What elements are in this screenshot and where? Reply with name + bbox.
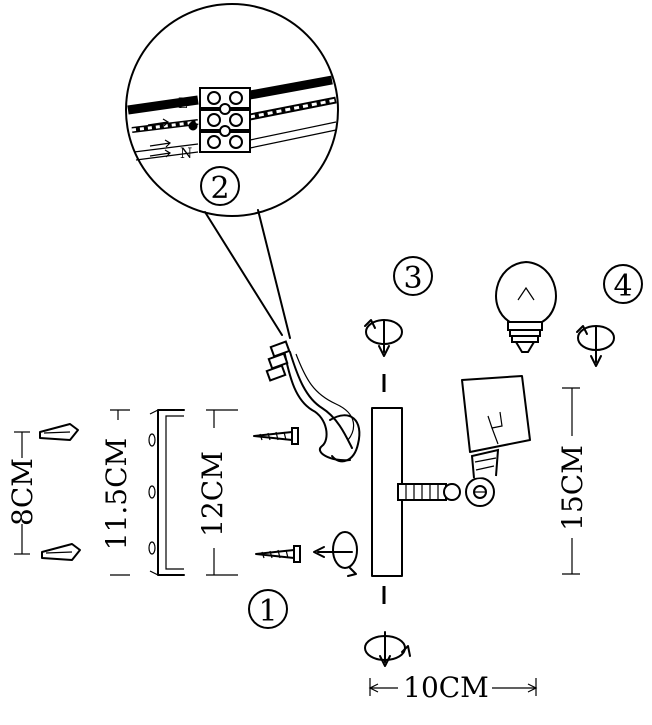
wire-insert-arrows xyxy=(147,118,198,158)
mounting-screw-bottom xyxy=(255,545,301,563)
mounting-screw-top xyxy=(253,427,299,445)
neutral-label: N xyxy=(180,146,192,162)
fixture-arm xyxy=(397,483,461,501)
dimension-fixture-height: 15CM xyxy=(556,387,589,575)
step-4-number: 4 xyxy=(613,269,632,304)
dimension-15cm-label: 15CM xyxy=(556,445,589,531)
step-3-badge: 3 xyxy=(393,256,433,296)
rotate-arrow-bottom-icon xyxy=(364,631,411,667)
live-label: L xyxy=(178,96,187,112)
dimension-12cm-label: 12CM xyxy=(196,451,229,537)
fixture-wires xyxy=(265,340,361,463)
rotate-arrow-step3-icon xyxy=(364,319,403,357)
dimension-11-5cm-label: 11.5CM xyxy=(100,438,133,550)
mounting-bracket xyxy=(148,409,185,576)
wall-anchor-bottom xyxy=(41,543,81,561)
step-1-badge: 1 xyxy=(248,589,288,629)
lamp-holder xyxy=(461,375,531,453)
rotate-arrow-screw-icon xyxy=(313,531,358,577)
dimension-base-width: 10CM xyxy=(368,671,538,704)
dimension-bracket-height: 11.5CM xyxy=(100,409,133,576)
wiring-detail-magnifier: L N 2 xyxy=(125,3,339,339)
earth-symbol-icon xyxy=(188,121,198,131)
step-2-badge: 2 xyxy=(200,166,240,206)
step-3-number: 3 xyxy=(403,261,422,296)
swivel-joint xyxy=(465,448,500,507)
rotate-arrow-step4-icon xyxy=(576,325,615,367)
dimension-screw-spacing: 12CM xyxy=(196,409,238,576)
wall-anchor-top xyxy=(39,423,79,441)
step-4-badge: 4 xyxy=(603,264,643,304)
step-1-number: 1 xyxy=(258,594,277,629)
bulb-icon xyxy=(495,261,557,353)
terminal-block xyxy=(199,87,251,153)
dimension-10cm-label: 10CM xyxy=(403,671,489,704)
dimension-anchor-spacing: 8CM xyxy=(6,431,39,555)
dimension-8cm-label: 8CM xyxy=(6,458,39,526)
step-2-number: 2 xyxy=(210,171,229,206)
